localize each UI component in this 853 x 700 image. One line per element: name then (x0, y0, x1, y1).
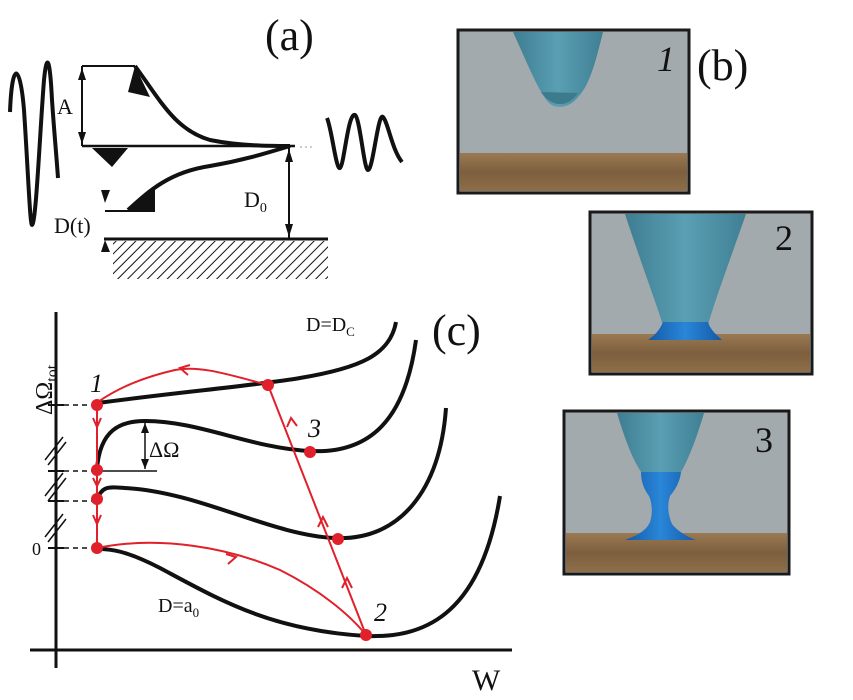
panel-b-label: (b) (697, 41, 748, 90)
zero-tick-label: 0 (32, 539, 41, 559)
panel-c: (c) W ΔΩtot 0 (30, 306, 512, 697)
arrow-up-icon (286, 416, 298, 428)
small-oscillation-wave (325, 112, 404, 173)
path-segment-1-to-2 (96, 541, 367, 636)
y-axis-label: ΔΩtot (32, 364, 61, 415)
snapshot-frame-2: 2 (588, 210, 814, 376)
curve-bottom-label: D=a0 (158, 595, 199, 620)
curve-d-a0 (97, 495, 502, 639)
state-point-3 (304, 446, 316, 458)
state-points (91, 379, 372, 641)
state-point (91, 493, 103, 505)
amplitude-label: A (57, 94, 73, 119)
cantilever-upper-curve (133, 64, 291, 148)
curve-3 (95, 407, 448, 541)
state-point (332, 533, 344, 545)
frame-number: 2 (775, 218, 793, 258)
tip-icon (513, 32, 603, 107)
arrow-up-icon (341, 575, 353, 589)
path-segment-2-to-top (267, 384, 367, 636)
arrow-up-icon (141, 423, 149, 433)
point-label-2: 2 (374, 598, 387, 627)
panel-a: (a) A D0 D(t (8, 11, 404, 279)
substrate (460, 153, 687, 191)
arrow-down-icon (78, 132, 86, 144)
path-segment-top-to-1 (97, 367, 269, 403)
delta-omega-marker: ΔΩ (96, 423, 180, 472)
substrate-hatch (113, 241, 328, 279)
large-oscillation-wave (8, 60, 60, 228)
energy-curves (95, 321, 502, 639)
substrate (592, 334, 810, 372)
state-point (91, 464, 103, 476)
x-axis-label: W (472, 664, 501, 697)
arrow-left-icon (177, 364, 191, 376)
panel-a-label: (a) (265, 11, 314, 60)
arrow-up-icon (78, 68, 86, 80)
state-point-1 (91, 399, 103, 411)
tip-rest-icon (92, 148, 128, 167)
arrow-up-icon (101, 240, 110, 252)
arrow-down-icon (92, 514, 102, 527)
panel-c-label: (c) (432, 306, 481, 355)
arrow-up-icon (317, 514, 329, 528)
path-arrowheads (92, 364, 353, 589)
curve-2 (95, 339, 418, 470)
arrow-down-icon (101, 190, 110, 203)
delta-omega-label: ΔΩ (149, 437, 180, 462)
tip-upper-icon (128, 66, 150, 97)
frame-number: 3 (755, 420, 773, 460)
curve-top-label: D=DC (306, 314, 355, 339)
level-ticks (48, 404, 96, 549)
cycle-path (96, 367, 367, 636)
tip-icon (617, 413, 704, 472)
arrow-right-icon (225, 553, 239, 565)
arrow-down-icon (141, 459, 149, 469)
curve-d-dc (97, 321, 398, 405)
amplitude-bracket: A (57, 65, 135, 146)
point-label-3: 3 (307, 414, 321, 443)
state-point-2 (360, 629, 372, 641)
arrow-down-icon (285, 224, 293, 237)
tip-apex (541, 92, 578, 105)
distance-label: D(t) (54, 213, 91, 238)
d0-label: D0 (244, 187, 267, 216)
liquid-neck (625, 472, 696, 540)
frame-number: 1 (657, 39, 675, 79)
d0-dimension: D0 (244, 148, 293, 238)
state-point (262, 379, 274, 391)
point-label-1: 1 (90, 369, 103, 398)
state-point (91, 542, 103, 554)
cantilever-lower-curve (126, 144, 291, 212)
panel-b: (b) 1 2 3 (456, 28, 814, 576)
arrow-down-icon (92, 477, 102, 489)
axis-break-icons (44, 436, 67, 543)
tip-icon (625, 214, 746, 325)
tip-lower-icon (128, 188, 155, 211)
arrow-up-icon (285, 149, 293, 162)
snapshot-frame-1: 1 (456, 28, 691, 195)
liquid-meniscus (648, 322, 722, 340)
snapshot-frame-3: 3 (562, 409, 791, 576)
arrow-down-icon (92, 417, 102, 430)
